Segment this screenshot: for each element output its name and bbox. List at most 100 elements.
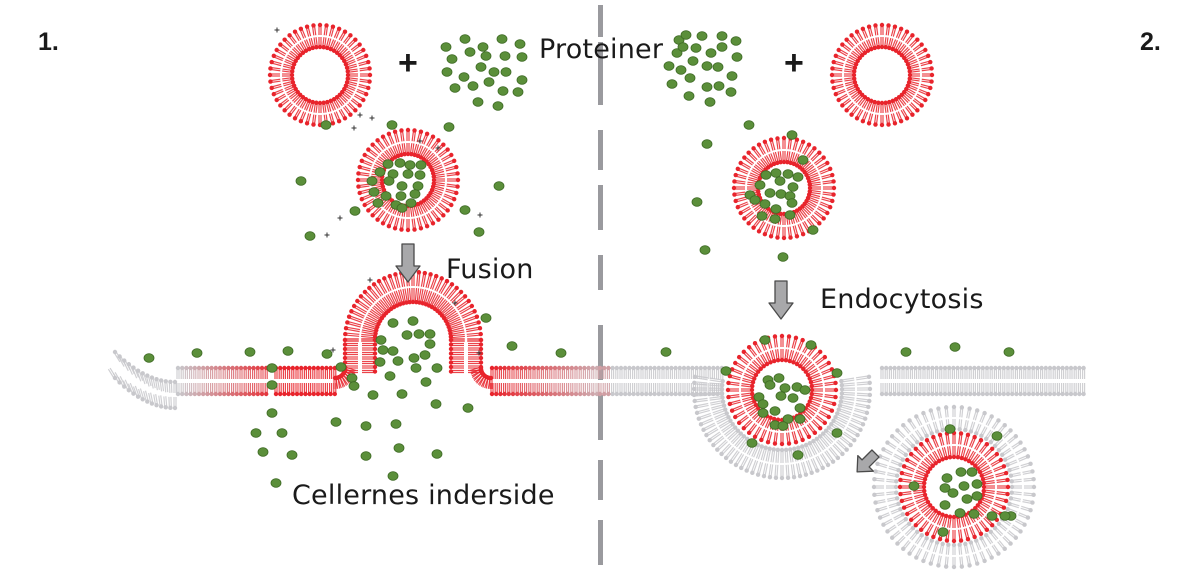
lipid-head [1014, 392, 1018, 396]
lipid-outer [780, 465, 784, 480]
membrane-lipid-lower [615, 383, 619, 396]
lipid-head [872, 477, 876, 481]
lipid-head [955, 392, 959, 396]
membrane-lipid-upper [544, 366, 548, 379]
lipid-head [188, 392, 192, 396]
lipid-outer [769, 138, 775, 151]
lipid-head [425, 224, 429, 228]
lipid-head [1056, 392, 1060, 396]
lipid-outer [708, 432, 721, 442]
lipid-head [591, 392, 595, 396]
lipid-head [895, 428, 899, 432]
membrane-lipid-lower [570, 383, 574, 396]
membrane-lipid-lower [239, 383, 243, 396]
lipid-head [920, 533, 924, 537]
lipid-head [176, 392, 180, 396]
membrane-lipid-lower [154, 394, 159, 407]
membrane-lipid-upper [209, 366, 213, 379]
membrane-segment [490, 366, 599, 396]
membrane-lipid-upper [623, 366, 627, 379]
lipid-head [382, 276, 386, 280]
lipid-head [909, 366, 913, 370]
lipid-head [919, 528, 923, 532]
lipid-head [366, 60, 370, 64]
lipid-head [476, 320, 480, 324]
membrane-lipid-upper [905, 366, 909, 379]
lipid-head [763, 232, 767, 236]
lipid-head [606, 366, 610, 370]
lipid-head [536, 366, 540, 370]
lipid-head [311, 23, 315, 27]
lipid-head [840, 391, 844, 395]
lipid-head [209, 366, 213, 370]
lipid-outer [1012, 440, 1023, 449]
lipid-head [307, 392, 311, 396]
lipid-head [1056, 366, 1060, 370]
lipid-outer [821, 406, 834, 413]
lipid-head [895, 496, 899, 500]
lipid-outer [840, 436, 853, 447]
membrane-lipid-lower [256, 383, 260, 396]
lipid-inner [1007, 502, 1019, 508]
lipid-outer [986, 548, 994, 559]
lipid-inner [927, 538, 934, 550]
lipid-head [914, 447, 918, 451]
membrane-lipid-upper [682, 366, 686, 379]
membrane-lipid-upper [201, 366, 205, 379]
lipid-head [982, 489, 986, 493]
lipid-head [239, 392, 243, 396]
lipid-head [441, 213, 445, 217]
lipid-outer [823, 179, 836, 184]
lipid-outer [318, 23, 322, 35]
lipid-head [1044, 392, 1048, 396]
lipid-tail [451, 334, 465, 335]
membrane-lipid-upper [168, 380, 172, 393]
lipid-head [561, 392, 565, 396]
lipid-head [230, 392, 234, 396]
membrane-lipid-lower [226, 383, 230, 396]
membrane-lipid-lower [631, 383, 635, 396]
membrane-lipid-upper [606, 366, 610, 379]
lipid-head [363, 290, 367, 294]
lipid-head [502, 366, 506, 370]
lipid-inner [321, 101, 325, 113]
lipid-head [935, 429, 939, 433]
lipid-inner [982, 481, 995, 486]
liposome-empty-left [268, 23, 372, 127]
lipid-head [188, 366, 192, 370]
lipid-head [809, 380, 813, 384]
lipid-head [449, 203, 453, 207]
lipid-head [972, 366, 976, 370]
membrane-lipid-lower [209, 383, 213, 396]
lipid-head [331, 121, 335, 125]
lipid-outer [786, 465, 790, 480]
lipid-head [324, 366, 328, 370]
lipid-head [610, 392, 614, 396]
membrane-lipid-lower [328, 383, 332, 396]
lipid-head [823, 355, 827, 359]
lipid-inner [780, 448, 784, 463]
lipid-head [746, 150, 750, 154]
lipid-head [999, 458, 1003, 462]
lipid-head [720, 391, 724, 395]
lipid-head [880, 23, 884, 27]
membrane-lipid-upper [536, 366, 540, 379]
lipid-outer [967, 406, 972, 418]
membrane-lipid-upper [532, 366, 536, 379]
lipid-outer [867, 113, 873, 125]
lipid-head [759, 438, 763, 442]
lipid-inner [952, 543, 956, 555]
lipid-outer [857, 393, 872, 397]
membrane-lipid-upper [299, 366, 303, 379]
lipid-head [295, 392, 299, 396]
lipid-head [938, 433, 942, 437]
lipid-outer [875, 462, 887, 468]
membrane-lipid-lower [602, 383, 606, 396]
lipid-outer [881, 447, 892, 455]
lipid-outer [1015, 519, 1026, 527]
lipid-head [373, 347, 377, 351]
lipid-head [823, 421, 827, 425]
lipid-head [834, 92, 838, 96]
lipid-head [176, 366, 180, 370]
lipid-head [318, 23, 322, 27]
